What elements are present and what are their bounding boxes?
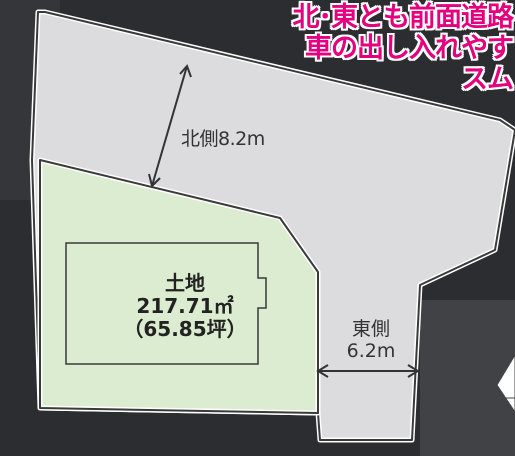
north-road-width: 8.2m xyxy=(218,128,265,150)
lot-title: 土地 xyxy=(165,271,205,295)
headline-line-2: 車の出し入れやす xyxy=(305,33,514,64)
lot-area-sqm: 217.71㎡ xyxy=(136,294,234,318)
north-road-name: 北側 xyxy=(181,128,219,150)
building-footprint xyxy=(65,242,267,365)
north-road-label: 北側8.2m xyxy=(181,124,265,151)
east-road-name: 東側 xyxy=(351,318,390,340)
lot-info-label: 土地 217.71㎡ （65.85坪） xyxy=(100,272,270,341)
asphalt-lower-right xyxy=(420,300,515,456)
compass-icon xyxy=(496,354,515,413)
headline-line-1: 北･東とも前面道路 xyxy=(292,2,514,33)
lot-outline xyxy=(39,159,319,414)
north-dimension-arrow xyxy=(148,64,192,188)
east-road-width: 6.2m xyxy=(346,340,396,362)
lot-area-tsubo: （65.85坪） xyxy=(123,317,247,341)
headline-line-3: スム xyxy=(461,64,514,95)
east-road-label: 東側 6.2m xyxy=(335,318,407,362)
east-dimension-arrow xyxy=(316,364,420,378)
